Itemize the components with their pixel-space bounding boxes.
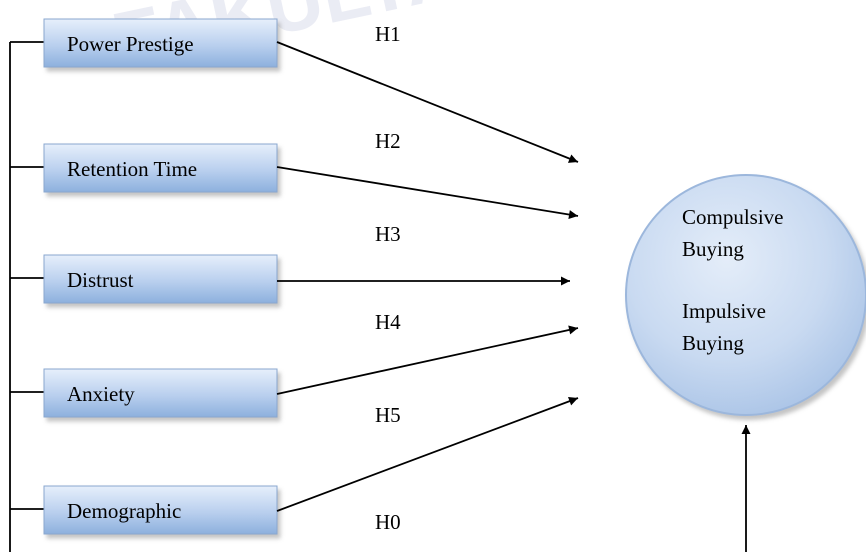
left-bracket-ticks bbox=[10, 41, 46, 510]
label-h0: H0 bbox=[375, 510, 401, 534]
outcome-line-2: Buying bbox=[682, 237, 744, 261]
label-h5: H5 bbox=[375, 403, 401, 427]
box-demographic: Demographic bbox=[43, 485, 278, 535]
outcome-line-4: Buying bbox=[682, 331, 744, 355]
label-h1: H1 bbox=[375, 22, 401, 46]
box-demographic-label: Demographic bbox=[67, 499, 181, 523]
box-distrust: Distrust bbox=[43, 254, 278, 304]
label-h3: H3 bbox=[375, 222, 401, 246]
box-anxiety-label: Anxiety bbox=[67, 382, 135, 406]
arrow-h4 bbox=[276, 325, 579, 395]
box-retention-time: Retention Time bbox=[43, 143, 278, 193]
arrow-h1 bbox=[276, 41, 579, 163]
label-h2: H2 bbox=[375, 129, 401, 153]
arrow-h5 bbox=[276, 396, 579, 512]
box-power-prestige: Power Prestige bbox=[43, 18, 278, 68]
box-anxiety: Anxiety bbox=[43, 368, 278, 418]
arrow-h2 bbox=[276, 166, 579, 219]
outcome-circle: Compulsive Buying Impulsive Buying bbox=[625, 174, 866, 416]
outcome-line-3: Impulsive bbox=[682, 299, 766, 323]
box-retention-time-label: Retention Time bbox=[67, 157, 197, 181]
label-h4: H4 bbox=[375, 310, 401, 334]
box-power-prestige-label: Power Prestige bbox=[67, 32, 194, 56]
outcome-line-1: Compulsive bbox=[682, 205, 784, 229]
box-distrust-label: Distrust bbox=[67, 268, 134, 292]
